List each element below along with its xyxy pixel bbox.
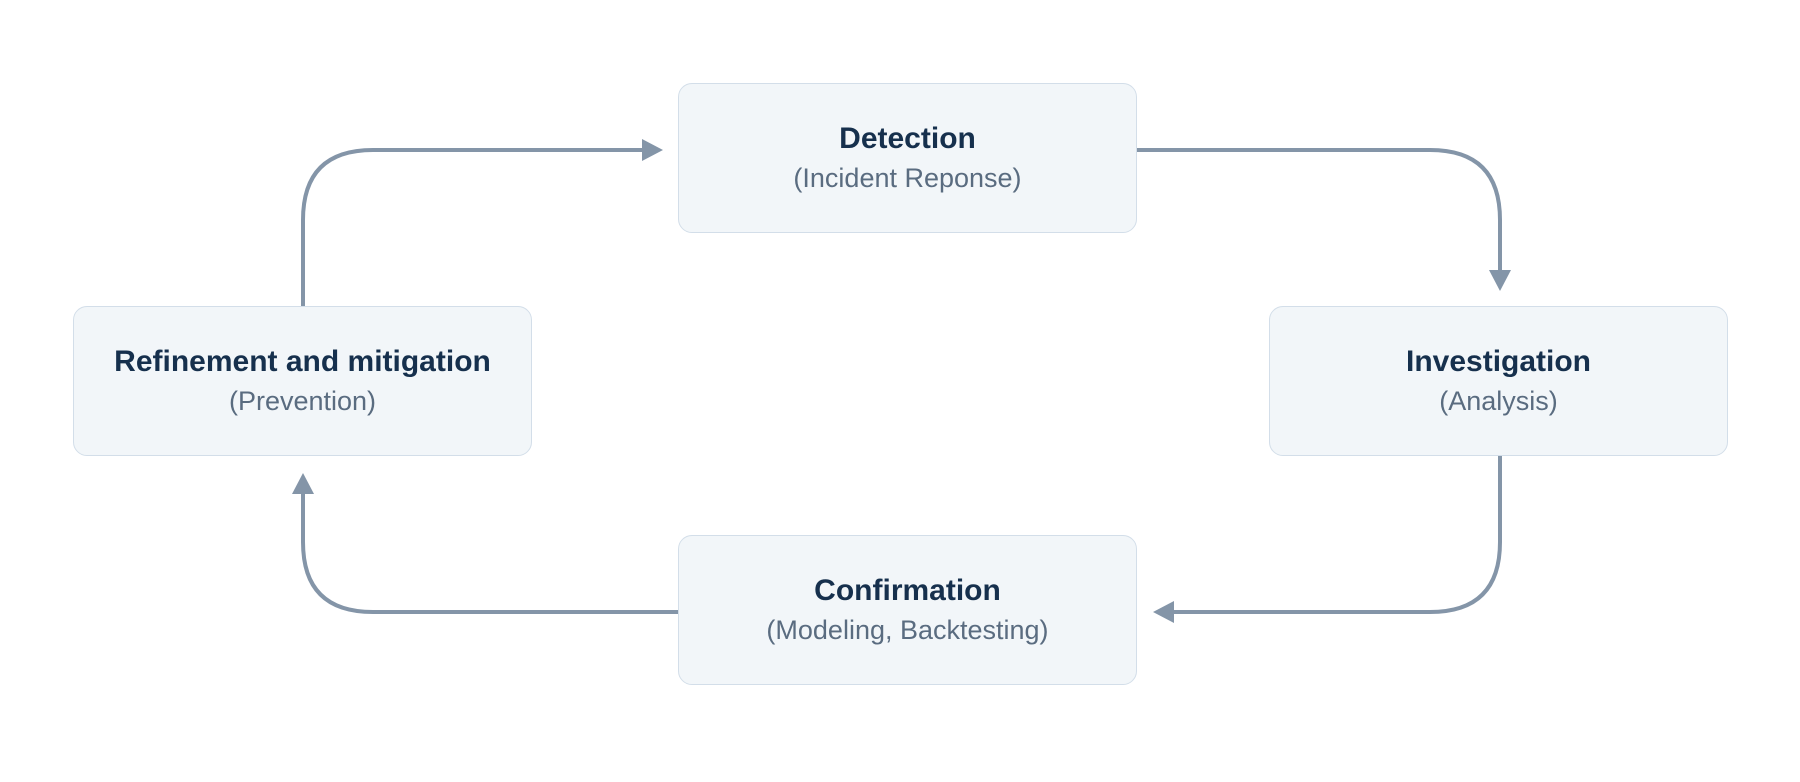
arrowhead-down-icon (1489, 270, 1511, 291)
node-refinement: Refinement and mitigation (Prevention) (73, 306, 532, 456)
node-refinement-title: Refinement and mitigation (114, 345, 491, 379)
arrow-confirmation-to-refinement (292, 473, 678, 614)
node-confirmation-subtitle: (Modeling, Backtesting) (766, 614, 1049, 645)
node-investigation-subtitle: (Analysis) (1439, 385, 1558, 416)
node-detection-title: Detection (839, 122, 976, 156)
arrowhead-left-icon (1153, 601, 1174, 623)
arrow-refinement-to-detection (301, 139, 663, 306)
node-investigation-title: Investigation (1405, 345, 1592, 379)
arrowhead-up-icon (292, 473, 314, 494)
arrowhead-right-icon (642, 139, 663, 161)
arrow-detection-to-investigation (1137, 148, 1511, 291)
node-refinement-subtitle: (Prevention) (228, 385, 377, 416)
node-confirmation: Confirmation (Modeling, Backtesting) (678, 535, 1137, 685)
node-detection-subtitle: (Incident Reponse) (793, 162, 1022, 193)
arrow-investigation-to-confirmation (1153, 456, 1502, 623)
node-detection: Detection (Incident Reponse) (678, 83, 1137, 233)
node-confirmation-title: Confirmation (814, 574, 1001, 608)
node-investigation: Investigation (Analysis) (1269, 306, 1728, 456)
